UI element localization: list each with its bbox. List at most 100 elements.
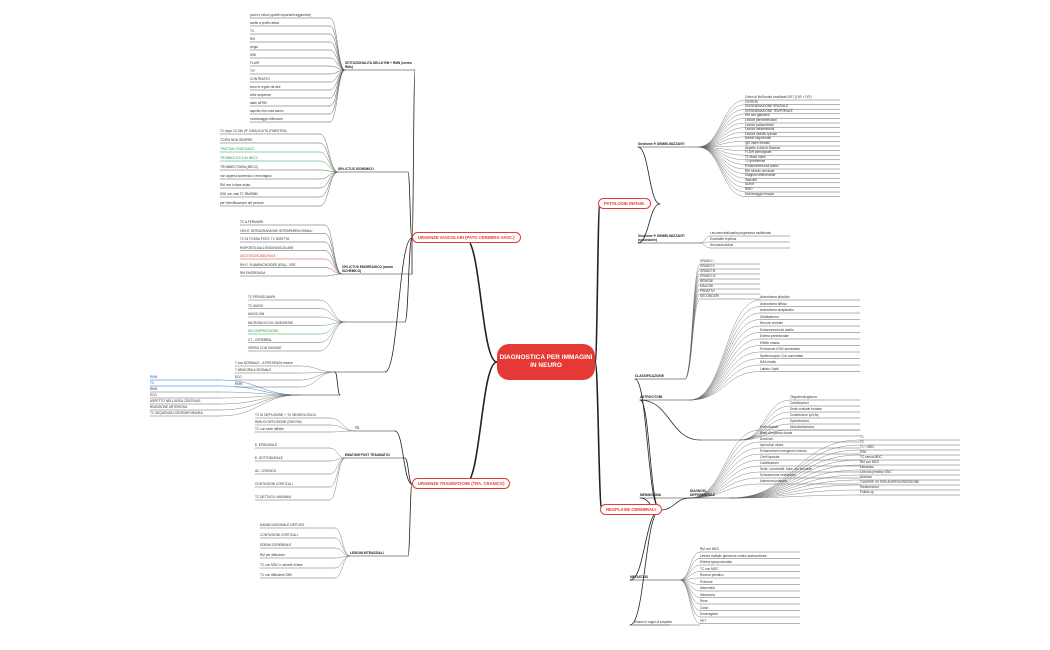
leaf-label[interactable]: Rene [700,598,708,603]
vasc-leaf-label[interactable]: stato all'RM [250,100,267,105]
central-topic[interactable]: DIAGNOSTICA PER IMMAGINI IN NEURO [497,344,595,380]
branch-inflammatory[interactable]: PATOLOGIE INFIAM. [598,198,651,209]
leaf-label[interactable]: Metastasi [860,464,874,469]
leaf-label[interactable]: EDEMA CEREBRALE [260,542,292,547]
leaf-label[interactable]: CONTUSIONI CORTICALI [255,481,293,486]
vasc-leaf-label[interactable]: T2* [250,68,255,73]
leaf-label[interactable]: DISSEMINAZIONE TEMPORALE [745,108,793,113]
leaf-label[interactable]: Enhancement ad anello [760,327,794,332]
group-title[interactable]: METASTASI [630,574,648,579]
leaf-label[interactable]: Monitoraggio terapia [745,191,775,196]
vasc-leaf-label[interactable]: 15% E. INTRACRANICHE/ INTRAPARENCHIMALI [240,228,313,233]
leaf-label[interactable]: Medulloblastoma [790,424,815,429]
leaf-label[interactable]: RMN [150,386,158,391]
leaf-label[interactable]: Aspetto a dita di Dawson [745,145,781,150]
vasc-leaf-label[interactable]: ASCESSO/SUBDURALE [240,253,276,258]
leaf-label[interactable]: T2 iperintense [745,159,766,164]
leaf-label[interactable]: GRADO III [700,268,716,273]
leaf-label[interactable]: TC DI DIFFUSIONE + TC NEUROLOGICA [255,412,316,417]
leaf-label[interactable]: DECOMPRESSIONE [248,328,279,333]
leaf-label[interactable]: CONTUSIONI CORTICALI [260,532,298,537]
footer-note[interactable]: Sintomi e segni di sospetto [634,619,673,624]
vasc-leaf-label[interactable]: non appena ischemica o emorragica [220,173,272,178]
group-title[interactable]: CLASSIFICAZIONE [635,373,664,378]
leaf-label[interactable]: DANNO ASSONALE DIFFUSO [260,522,305,527]
leaf-label[interactable]: RM con MDC [860,459,880,464]
leaf-label[interactable]: Oligodendroglioma [790,394,817,399]
leaf-label[interactable]: Adenoma ipofisario [760,478,788,483]
leaf-label[interactable]: Astrocitoma pilocitico [760,294,790,299]
leaf-label[interactable]: TC con MDC e varianti di fase [260,562,303,567]
leaf-label[interactable]: Diagnosi differenziale [745,173,776,177]
leaf-label[interactable]: Sede: convessità, falce, ala sfenoide [760,466,812,471]
vasc-leaf-label[interactable]: DWI [250,52,257,57]
leaf-label[interactable]: Glioblastoma [760,314,779,319]
vasc-title[interactable]: 80% ICTUS ISCHEMICO [338,166,374,171]
leaf-label[interactable]: CRITERI [745,99,758,104]
leaf-label[interactable]: ECO [235,374,242,379]
vasc-leaf-label[interactable]: TRATTAM. ENDOVASC. [220,146,255,151]
leaf-label[interactable]: PET [700,618,707,623]
leaf-label[interactable]: Edema perilesionale [760,333,789,338]
leaf-label[interactable]: Polmone [700,579,713,584]
leaf-label[interactable]: Lesioni periventricolari [745,117,777,122]
leaf-label[interactable]: TC [150,380,155,385]
leaf-label[interactable]: Spettroscopia: Cho aumentata [760,353,804,358]
leaf-label[interactable]: FLAIR ipersegnale [745,150,772,154]
leaf-label[interactable]: Lesioni multiple giunzione cortico-sotto… [700,553,767,558]
vasc-leaf-label[interactable]: RM [250,36,255,41]
group-title[interactable]: MENINGIOMA [640,492,662,497]
branch-vascular-urgencies[interactable]: URGENZE VASCOLARI (PATO CEREBRO VASC.) [412,232,521,243]
leaf-label[interactable]: IgG index elevato [745,140,770,145]
vasc-leaf-label[interactable]: TC [250,28,255,33]
leaf-label[interactable]: Neurosarcoidosi [710,242,734,247]
leaf-label[interactable]: ADEM [745,182,755,187]
leaf-label[interactable]: ANGIO-RM [248,311,265,316]
leaf-label[interactable]: RMN [150,374,158,379]
vasc-leaf-label[interactable]: TC A FERMARE [240,219,264,224]
leaf-label[interactable]: Ricerca primitivo [700,572,724,577]
leaf-label[interactable]: Ascesso [860,474,873,479]
leaf-label[interactable]: T2 [860,439,864,444]
leaf-label[interactable]: Codelezione 1p/19q [790,412,819,417]
leaf-label[interactable]: T MEMORIA A SEGNALE [235,367,272,372]
leaf-label[interactable]: TC con MDC [700,566,719,571]
vasc-leaf-label[interactable]: CONTRASTO [250,76,270,81]
group-title[interactable]: LESIONI INTRASSIALI [350,550,384,555]
leaf-label[interactable]: PRIMITIVI [700,288,715,293]
leaf-label[interactable]: Sede corticale frontale [790,406,822,411]
group-title[interactable]: Sindrome P. DEMIELINIZZANTI [638,141,685,146]
leaf-label[interactable]: Effetto massa [760,340,780,345]
leaf-label[interactable]: CT - CEREBRAL [248,337,273,342]
vasc-leaf-label[interactable]: TROMBECTOMIA (MECC) [220,164,259,169]
branch-neoplasms[interactable]: NEOPLASIE CEREBRALI [600,504,662,515]
leaf-label[interactable]: Dural tail [760,436,773,441]
leaf-label[interactable]: Leucoencefalopatia progressiva multifoca… [710,230,772,235]
leaf-label[interactable]: Linfoma primitivo SNC [860,469,892,474]
leaf-label[interactable]: ASPETTO NELL'AREA CENTRALE [150,398,201,403]
leaf-label[interactable]: Encefalite erpetica [710,236,737,241]
leaf-label[interactable]: SECONDARI [700,293,719,298]
leaf-label[interactable]: Cleft liquorale [760,454,780,459]
vasc-leaf-label[interactable]: FLAIR [250,60,260,65]
vasc-leaf-label[interactable]: TC dopo 12-24h (IF 3.5M) ACUTA (FINESTRA… [220,128,287,133]
leaf-label[interactable]: MICROBLOCCHI / ANEURISMI [248,320,293,325]
branch-trauma-urgencies[interactable]: URGENZE TRAUMATICHE (TRA. CRANICO) [412,478,511,489]
group-title[interactable]: DIAGNOSI DIFFERENZIALE [690,489,716,497]
leaf-label[interactable]: Iperostosi ossea [760,442,784,447]
group-title[interactable]: EMATOMI POST TRAUMATICI [345,452,390,457]
leaf-label[interactable]: Emorragiche [700,611,719,616]
vasc-title[interactable]: 20% ICTUS EMORRAGICO (anche ISCHEMICO) [342,265,394,273]
leaf-label[interactable]: Calcificazioni [760,460,779,465]
leaf-label[interactable]: Enhancement ad anello [745,163,779,168]
leaf-label[interactable]: RM con MDC [700,546,720,551]
leaf-label[interactable]: Lesioni infratentoriali [745,127,775,131]
vasc-leaf-label[interactable]: scelte a profilo attiva [250,20,280,25]
leaf-label[interactable]: Astrocitoma diffuso [760,301,788,306]
leaf-label[interactable]: Criteri di McDonald modificati 2017 (DIS… [745,94,812,99]
leaf-label[interactable]: GRADO IV [700,273,716,278]
leaf-label[interactable]: T1 + MDC [860,444,875,449]
vasc-leaf-label[interactable]: monitoraggio diffusione [250,116,283,121]
leaf-label[interactable]: RIMOZIONE ARTERIOSA [150,404,188,409]
leaf-label[interactable]: E. EPIDURALE [255,442,277,447]
